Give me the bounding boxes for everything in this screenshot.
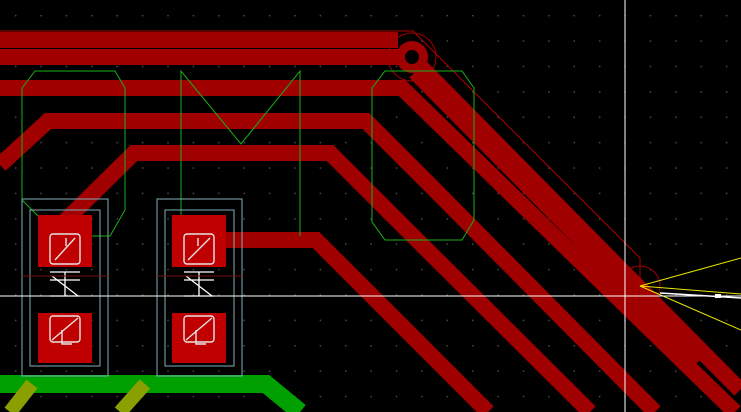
pad-left-1[interactable] [38,215,92,267]
back-copper-trace-diagonal-2[interactable] [114,379,151,412]
back-copper-trace-diagonal-1[interactable] [4,379,38,412]
via-ring-outer[interactable] [387,32,437,82]
silk-glyph-left-2 [49,315,81,345]
silk-glyph-right-1 [183,233,215,265]
refdes-mark-left [50,271,80,297]
silk-glyph-right-2 [183,315,215,345]
via-drill [405,50,419,64]
back-copper-trace[interactable] [0,375,306,412]
silk-glyph-left-1 [49,233,81,265]
trace-6[interactable] [203,232,494,412]
trace-end-pad[interactable] [619,265,661,307]
component-right-body [156,198,243,377]
courtyard-left [21,70,126,237]
pad-right-2[interactable] [172,313,226,363]
courtyard-m-shape [180,69,301,236]
trace-outline-thin [0,30,641,300]
component-left-inner [29,209,101,367]
component-left-body [21,198,109,377]
pad-left-2[interactable] [38,313,92,363]
trace-8[interactable] [409,66,706,366]
pad-right-1[interactable] [172,215,226,267]
trace-4[interactable] [0,113,661,412]
refdes-mark-right [184,271,214,297]
trace-3[interactable] [0,80,741,412]
trace-5[interactable] [58,145,596,412]
courtyard-right [371,70,475,241]
component-right-inner [164,209,235,367]
